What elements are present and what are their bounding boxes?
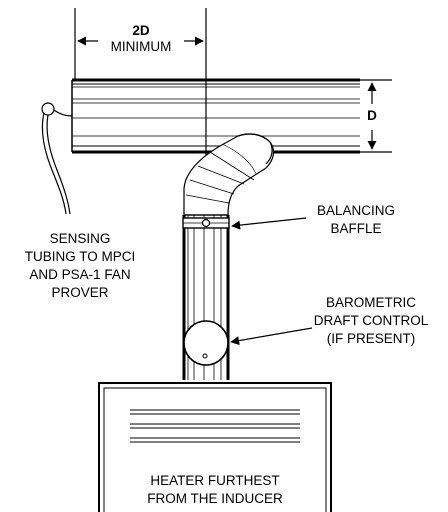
vent-elbow — [183, 133, 275, 216]
barometric-draft-control — [183, 320, 229, 366]
barometric-line-3: (IF PRESENT) — [326, 331, 416, 346]
sensing-tubing-line-2: TUBING TO MPCI — [24, 249, 136, 264]
vertical-vent-pipe — [182, 214, 230, 380]
balancing-baffle-line-1: BALANCING — [316, 203, 396, 218]
balancing-baffle — [182, 217, 230, 229]
barometric-line-2: DRAFT CONTROL — [313, 313, 429, 328]
sensing-tubing — [41, 102, 73, 215]
heater-line-1: HEATER FURTHEST — [150, 473, 280, 488]
dimension-d-value: D — [367, 108, 377, 123]
sensing-tubing-line-4: PROVER — [51, 285, 109, 300]
barometric-line-1: BAROMETRIC — [325, 295, 416, 310]
dimension-2d-label: MINIMUM — [110, 39, 172, 54]
callout-arrows — [230, 217, 313, 346]
balancing-baffle-line-2: BAFFLE — [330, 221, 382, 236]
sensing-tubing-line-3: AND PSA-1 FAN — [29, 267, 131, 282]
heater-line-2: FROM THE INDUCER — [147, 491, 283, 506]
dimension-2d-value: 2D — [132, 23, 150, 38]
heater-cabinet — [98, 382, 332, 512]
sensing-tubing-line-1: SENSING — [49, 231, 111, 246]
dimension-d — [355, 79, 392, 153]
horizontal-vent-pipe — [71, 78, 360, 154]
